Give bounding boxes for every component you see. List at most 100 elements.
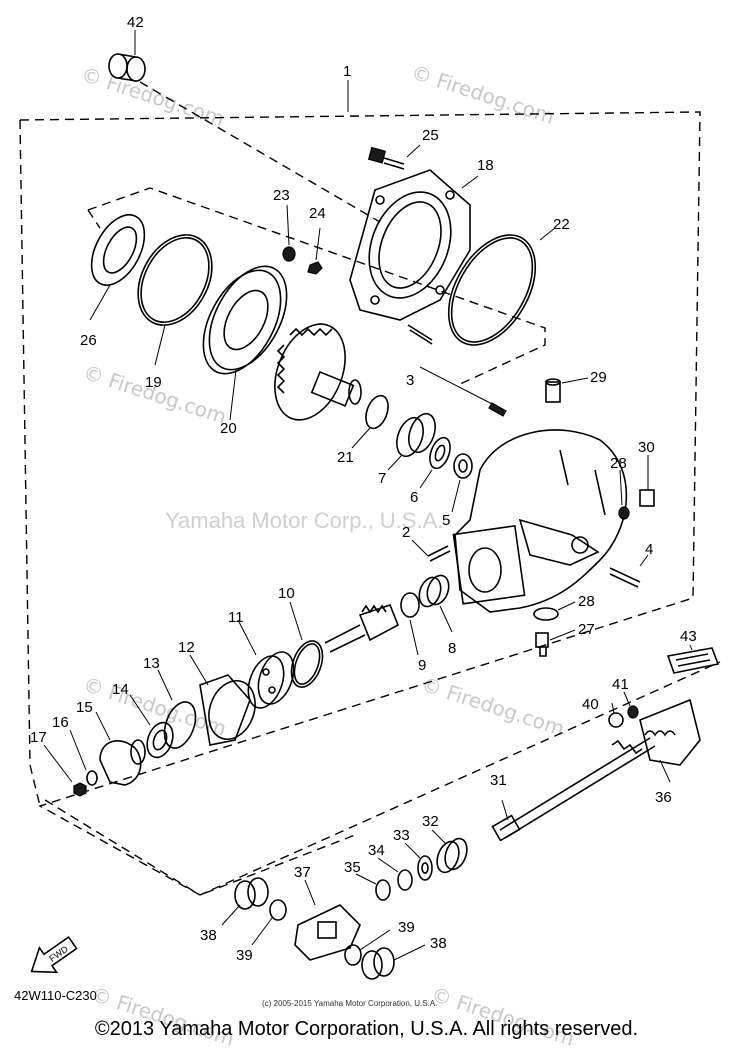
part-33-washer: [404, 842, 433, 881]
callout-14: 14: [112, 681, 129, 698]
part-8-bearing: [418, 574, 453, 633]
callout-33: 33: [393, 827, 410, 844]
part-6-spacer: [419, 436, 451, 489]
part-34-clip: [377, 857, 413, 891]
part-36-spring-flange: [639, 698, 701, 783]
callout-26: 26: [80, 332, 97, 349]
callout-28-lower: 28: [578, 593, 595, 610]
callout-29: 29: [590, 369, 607, 386]
part-42-sleeve: [108, 30, 381, 223]
callout-34: 34: [368, 842, 385, 859]
part-39-seal: [251, 899, 287, 946]
part-12-bearing-housing: [189, 654, 256, 746]
callout-43: 43: [680, 628, 697, 645]
small-copyright: (c) 2005-2015 Yamaha Motor Corporation, …: [262, 999, 437, 1008]
part-29-cap: [545, 377, 589, 403]
part-10-o-ring: [289, 601, 324, 688]
callout-41: 41: [612, 676, 629, 693]
part-13-o-ring: [157, 669, 197, 749]
part-40-plug: [608, 702, 624, 728]
callout-assembly: 1: [343, 63, 351, 80]
part-7-bearing: [387, 412, 436, 471]
part-35-circlip: [355, 873, 391, 901]
bottom-copyright: ©2013 Yamaha Motor Corporation, U.S.A. A…: [94, 1018, 639, 1040]
ring-gear: [274, 323, 362, 421]
callout-12: 12: [178, 639, 195, 656]
figure-code: 42W110-C230: [14, 988, 97, 1003]
callout-5: 5: [442, 512, 450, 529]
assembly-boundary: [19, 80, 721, 896]
final-gear-case: [452, 429, 628, 613]
part-16-washer: [69, 729, 98, 786]
part-22-o-ring: [447, 227, 556, 346]
callout-39-left: 39: [236, 947, 253, 964]
callout-17: 17: [30, 729, 47, 746]
callout-numbers: 42 25 18 23 24 22 26 19 20 29 3 21 7 6 5…: [30, 14, 697, 964]
part-11-bearing: [237, 619, 295, 709]
fwd-arrow-icon: FWD: [30, 935, 78, 974]
part-15-dust-cover: [95, 711, 146, 786]
callout-40: 40: [582, 696, 599, 713]
callout-23: 23: [273, 187, 290, 204]
callout-2: 2: [402, 524, 410, 541]
part-30-plug: [639, 455, 655, 507]
callout-36: 36: [655, 789, 672, 806]
callout-38-right: 38: [430, 935, 447, 952]
part-20-bearing: [202, 265, 288, 421]
watermark: © Firedog.com: [418, 672, 567, 741]
part-5-collar: [451, 453, 473, 513]
callout-9: 9: [418, 657, 426, 674]
callout-24: 24: [309, 205, 326, 222]
part-25-bolt: [367, 144, 421, 170]
callout-32: 32: [422, 813, 439, 830]
part-26-oil-seal: [89, 214, 146, 321]
callout-10: 10: [278, 585, 295, 602]
part-4-bolt: [609, 554, 649, 588]
callout-6: 6: [410, 489, 418, 506]
callout-13: 13: [143, 655, 160, 672]
center-watermark: Yamaha Motor Corp., U.S.A.: [165, 508, 443, 533]
part-19-o-ring: [137, 234, 213, 366]
part-32-bearing: [431, 829, 468, 874]
part-21-shim: [351, 394, 389, 449]
part-24-washer: [307, 227, 323, 275]
part-27-drain-plug: [535, 629, 576, 657]
part-39-seal: [344, 929, 391, 966]
callout-25: 25: [422, 127, 439, 144]
callout-11: 11: [228, 609, 244, 626]
part-28-gasket-upper: [618, 469, 630, 520]
callout-21: 21: [337, 449, 354, 466]
callout-19: 19: [145, 374, 162, 391]
callout-42: 42: [127, 14, 144, 31]
part-43-label: [666, 644, 720, 674]
callout-3: 3: [406, 372, 414, 389]
callout-18: 18: [477, 157, 494, 174]
part-9-collar: [400, 592, 420, 656]
callout-20: 20: [220, 420, 237, 437]
part-31-drive-shaft: [491, 737, 656, 842]
callout-28-upper: 28: [610, 455, 627, 472]
part-2-stud: [411, 539, 451, 562]
callout-37: 37: [294, 864, 311, 881]
watermark: © Firedog.com: [408, 60, 557, 129]
watermark: © Firedog.com: [80, 360, 229, 429]
part-41-nut: [623, 691, 639, 719]
part-14-oil-seal: [129, 694, 174, 759]
callout-4: 4: [645, 541, 653, 558]
callout-31: 31: [490, 772, 507, 789]
drive-pinion-gear: [324, 604, 400, 653]
callout-38-left: 38: [200, 927, 217, 944]
callout-35: 35: [344, 859, 361, 876]
callout-22: 22: [553, 216, 570, 233]
part-23-nut: [282, 204, 296, 262]
callout-15: 15: [76, 699, 93, 716]
part-28-washer-lower: [533, 601, 576, 621]
callout-30: 30: [638, 439, 655, 456]
callout-8: 8: [448, 640, 456, 657]
watermark-group: © Firedog.com © Firedog.com © Firedog.co…: [78, 60, 577, 1050]
part-38-bearing-cup: [361, 944, 426, 980]
callout-16: 16: [52, 714, 69, 731]
callout-27: 27: [578, 621, 595, 638]
part-37-universal-joint: [294, 879, 361, 961]
